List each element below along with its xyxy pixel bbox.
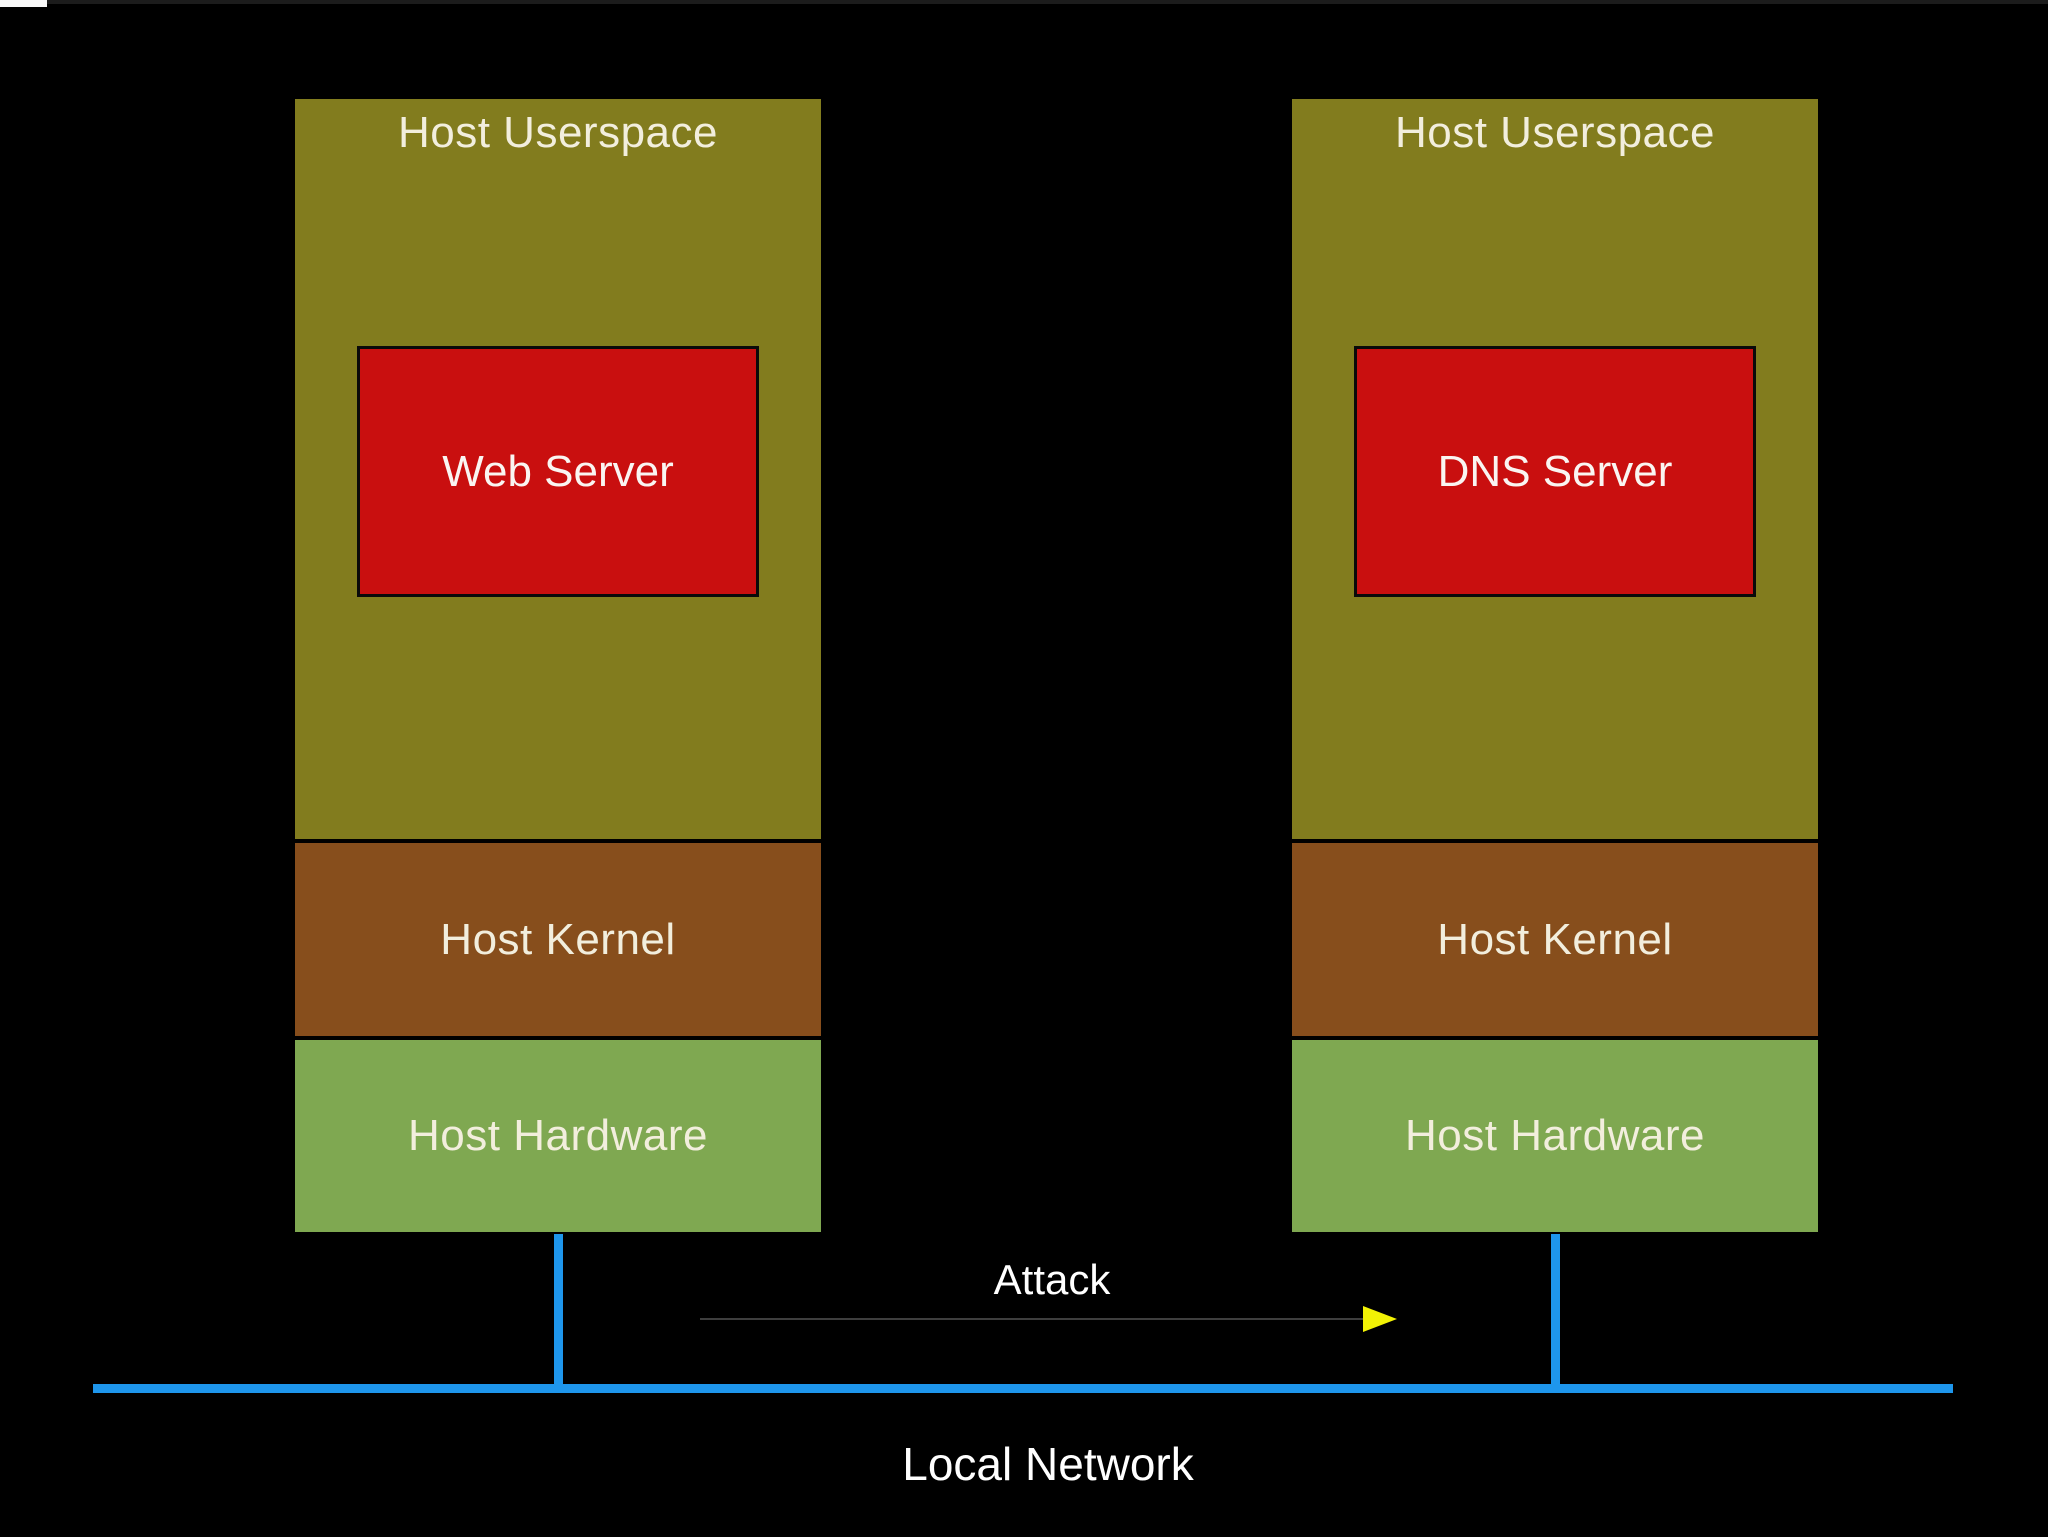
host-stack-web: Host Userspace Web Server Host Kernel Ho… (293, 97, 823, 1234)
dns-host-kernel-band: Host Kernel (1290, 841, 1820, 1038)
host-stack-dns: Host Userspace DNS Server Host Kernel Ho… (1290, 97, 1820, 1234)
dns-host-userspace-label: Host Userspace (1394, 108, 1715, 157)
web-server-box: Web Server (357, 346, 759, 597)
web-host-userspace-label: Host Userspace (397, 108, 718, 157)
web-server-label: Web Server (442, 446, 674, 496)
dns-server-box: DNS Server (1354, 346, 1756, 597)
web-host-kernel-band: Host Kernel (293, 841, 823, 1038)
dns-host-hardware-band: Host Hardware (1290, 1038, 1820, 1234)
web-host-userspace-band: Host Userspace Web Server (293, 97, 823, 841)
web-host-hardware-band: Host Hardware (293, 1038, 823, 1234)
dns-host-userspace-band: Host Userspace DNS Server (1290, 97, 1820, 841)
dns-host-hardware-label: Host Hardware (1405, 1111, 1705, 1160)
dns-host-network-connector-line (1551, 1234, 1560, 1390)
dns-server-label: DNS Server (1437, 446, 1673, 496)
local-network-label: Local Network (902, 1438, 1194, 1490)
attack-arrowhead-icon (1363, 1306, 1397, 1332)
dns-host-kernel-label: Host Kernel (1437, 914, 1673, 964)
web-host-kernel-label: Host Kernel (440, 914, 676, 964)
top-left-white-notch (0, 0, 47, 7)
local-network-bus-line (93, 1384, 1953, 1393)
web-host-network-connector-line (554, 1234, 563, 1390)
attack-arrow-line (700, 1318, 1363, 1320)
web-host-hardware-label: Host Hardware (408, 1111, 708, 1160)
attack-label: Attack (993, 1256, 1111, 1303)
top-edge-strip (0, 0, 2048, 4)
